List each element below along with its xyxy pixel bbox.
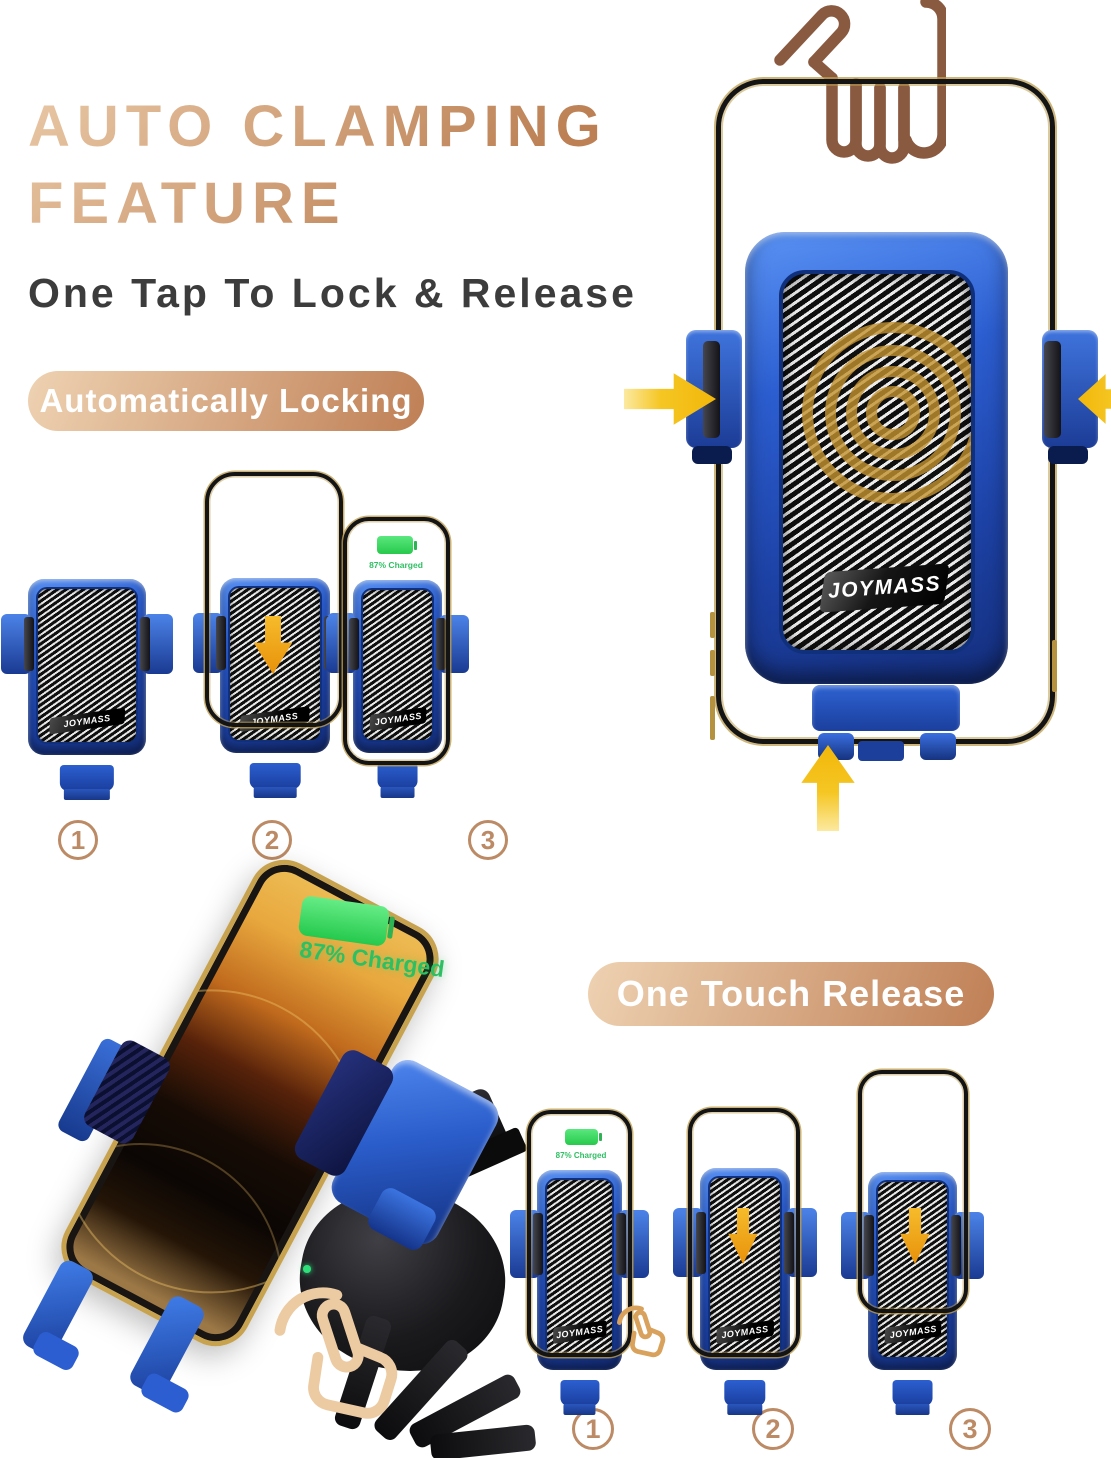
wireless-charging-ring xyxy=(866,386,920,440)
clamp-arm-right xyxy=(616,1210,649,1278)
clamp-arm-left xyxy=(510,1210,543,1278)
phone-outline-release3 xyxy=(858,1070,968,1313)
mount-release-opening: JOYMASS xyxy=(673,1168,817,1415)
wireless-charging-ring xyxy=(846,366,940,460)
subtitle: One Tap To Lock & Release xyxy=(28,270,637,316)
mount-step-open: JOYMASS xyxy=(1,579,173,800)
phone-volume-button xyxy=(710,612,715,638)
step-number-1: 1 xyxy=(58,820,98,860)
clamp-arm-left xyxy=(841,1211,874,1280)
bottom-foot xyxy=(559,1380,600,1415)
one-touch-tap-icon xyxy=(274,1287,398,1419)
phone-volume-button xyxy=(710,650,715,676)
clamp-arm-right-lower xyxy=(1048,446,1088,464)
phone-outline-release1 xyxy=(527,1110,632,1357)
title-line1: AUTO CLAMPING xyxy=(28,94,608,159)
phone-mute-button xyxy=(710,696,715,740)
mount-release-locked: JOYMASS xyxy=(510,1170,649,1415)
clamp-pad-left xyxy=(703,341,720,438)
mount-step-locked: JOYMASS xyxy=(326,580,469,798)
clamp-arm-right xyxy=(951,1211,984,1280)
mount-release-removed: JOYMASS xyxy=(841,1172,984,1415)
clamp-arm-left-lower xyxy=(692,446,732,464)
status-led xyxy=(303,1265,311,1273)
step-number-3: 3 xyxy=(949,1408,991,1450)
phone-outline-step2 xyxy=(205,472,343,727)
bottom-foot xyxy=(377,763,418,798)
wireless-charging-ring xyxy=(825,345,961,481)
brand-label: JOYMASS xyxy=(62,712,112,729)
badge-one-touch-release: One Touch Release xyxy=(588,962,994,1026)
battery-icon xyxy=(565,1129,602,1145)
step-number-2: 2 xyxy=(252,820,292,860)
clamp-arm-left xyxy=(1,614,34,674)
bottom-foot xyxy=(892,1380,933,1415)
bottom-foot xyxy=(249,763,301,798)
phone-outline-step3 xyxy=(343,517,450,765)
clamp-pad-right xyxy=(1044,341,1061,438)
battery-icon xyxy=(377,536,417,554)
mount-body: JOYMASS xyxy=(326,580,469,798)
bottom-hook-left-tip xyxy=(30,1329,82,1373)
mount-body: JOYMASS xyxy=(673,1168,817,1415)
bottom-foot-bar xyxy=(858,741,904,761)
press-hand-icon xyxy=(774,0,946,164)
clamp-arm-right xyxy=(140,614,173,674)
wireless-charging-ring xyxy=(802,322,971,504)
release-tap-icon xyxy=(617,1305,666,1358)
bottom-foot-knob xyxy=(920,733,956,760)
step-number-3: 3 xyxy=(468,820,508,860)
title-line2: FEATURE xyxy=(28,171,347,236)
charged-status: 87% Charged xyxy=(555,1151,607,1160)
bottom-foot-plate xyxy=(812,685,960,731)
clamp-arm-right xyxy=(784,1208,817,1277)
bottom-foot xyxy=(724,1380,766,1415)
page-title: AUTO CLAMPING FEATURE xyxy=(28,88,608,242)
charged-status: 87% Charged xyxy=(369,560,423,570)
phone-outline-release2 xyxy=(688,1108,800,1357)
badge-automatically-locking: Automatically Locking xyxy=(28,371,424,431)
mount-body: JOYMASS xyxy=(1,579,173,800)
bottom-foot xyxy=(59,765,115,800)
brand-label: JOYMASS xyxy=(827,572,942,603)
mount-body: JOYMASS xyxy=(510,1170,649,1415)
mount-body: JOYMASS xyxy=(841,1172,984,1415)
bottom-hook-right-tip xyxy=(138,1370,192,1416)
phone-power-button xyxy=(1052,640,1057,692)
step-number-2: 2 xyxy=(752,1408,794,1450)
phone-mount-large: JOYMASS xyxy=(686,232,1098,761)
clamp-arm-right xyxy=(436,614,469,674)
